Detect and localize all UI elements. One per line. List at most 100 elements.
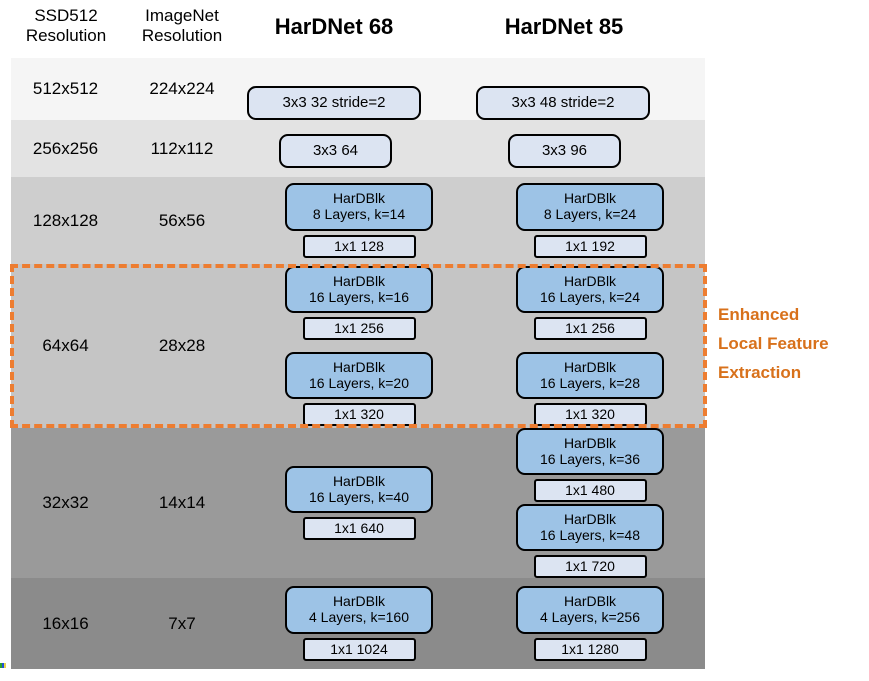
conv1x1-box[interactable]: 1x1 720 bbox=[533, 554, 647, 578]
ssd-resolution-value: 32x32 bbox=[42, 493, 89, 512]
imagenet-resolution-value: 112x112 bbox=[150, 138, 214, 158]
corner-artifact bbox=[0, 663, 6, 668]
hardblk-title: HarDBlk bbox=[563, 190, 617, 207]
enhanced-local-feature-extraction-label: Enhanced Local Feature Extraction bbox=[718, 300, 868, 388]
header-imagenet-resolution-line2: Resolution bbox=[141, 26, 223, 46]
conv1x1-box[interactable]: 1x1 128 bbox=[302, 234, 416, 258]
hardblk-params: 16 Layers, k=24 bbox=[539, 288, 640, 305]
ssd-resolution-value: 256x256 bbox=[32, 138, 99, 158]
hardblk-params: 16 Layers, k=40 bbox=[308, 488, 409, 505]
conv1x1-box[interactable]: 1x1 256 bbox=[302, 316, 416, 340]
conv1x1-box[interactable]: 1x1 1024 bbox=[302, 637, 416, 661]
stem-conv-box[interactable]: 3x3 48 stride=2 bbox=[476, 86, 650, 121]
hardblk-params: 8 Layers, k=24 bbox=[543, 206, 637, 223]
stem-conv-box[interactable]: 3x3 64 bbox=[279, 134, 392, 169]
hardblk-title: HarDBlk bbox=[563, 510, 617, 527]
header-imagenet-resolution-line1: ImageNet bbox=[145, 6, 219, 25]
hardblk-title: HarDBlk bbox=[332, 472, 386, 489]
hardblk-title: HarDBlk bbox=[332, 272, 386, 289]
header-column-hardnet85: HarDNet 85 bbox=[504, 14, 624, 39]
conv1x1-box[interactable]: 1x1 256 bbox=[533, 316, 647, 340]
ssd-resolution-value: 64x64 bbox=[42, 336, 89, 355]
conv1x1-box[interactable]: 1x1 320 bbox=[302, 403, 416, 427]
hardblk-title: HarDBlk bbox=[563, 435, 617, 451]
header-ssd-resolution-line2: Resolution bbox=[25, 26, 107, 46]
hardblk-params: 8 Layers, k=14 bbox=[312, 206, 406, 223]
hardblk-title: HarDBlk bbox=[332, 359, 386, 375]
conv1x1-box[interactable]: 1x1 640 bbox=[302, 517, 416, 541]
hardblk-params: 16 Layers, k=28 bbox=[539, 375, 640, 392]
hardblk-params: 4 Layers, k=256 bbox=[539, 609, 640, 626]
imagenet-resolution-value: 56x56 bbox=[158, 210, 206, 230]
hardblk-params: 16 Layers, k=36 bbox=[539, 451, 640, 468]
header-column-hardnet68: HarDNet 68 bbox=[274, 14, 394, 39]
imagenet-resolution-value: 14x14 bbox=[158, 493, 206, 512]
hardblk-params: 16 Layers, k=48 bbox=[539, 526, 640, 543]
conv1x1-box[interactable]: 1x1 192 bbox=[533, 234, 647, 258]
hardblk-title: HarDBlk bbox=[332, 190, 386, 207]
header-imagenet-resolution: ImageNet Resolution bbox=[122, 6, 242, 46]
hardblk-title: HarDBlk bbox=[563, 272, 617, 289]
conv1x1-box[interactable]: 1x1 320 bbox=[533, 403, 647, 427]
hardblk-params: 4 Layers, k=160 bbox=[308, 609, 409, 626]
imagenet-resolution-value: 224x224 bbox=[149, 79, 215, 98]
ssd-resolution-value: 128x128 bbox=[32, 210, 99, 230]
conv1x1-box[interactable]: 1x1 480 bbox=[533, 479, 647, 503]
ssd-resolution-value: 16x16 bbox=[42, 613, 89, 633]
annotation-line-3: Extraction bbox=[718, 363, 802, 383]
hardblk-title: HarDBlk bbox=[332, 593, 386, 610]
hardblk-title: HarDBlk bbox=[563, 593, 617, 610]
header-ssd-resolution: SSD512 Resolution bbox=[12, 6, 120, 46]
annotation-line-2: Local Feature bbox=[718, 334, 829, 354]
stem-conv-box[interactable]: 3x3 32 stride=2 bbox=[247, 86, 421, 121]
hardblk-params: 16 Layers, k=16 bbox=[308, 288, 409, 305]
header-ssd-resolution-line1: SSD512 bbox=[34, 6, 98, 25]
hardblk-title: HarDBlk bbox=[563, 359, 617, 375]
ssd-resolution-value: 512x512 bbox=[32, 79, 99, 98]
annotation-line-1: Enhanced bbox=[718, 305, 800, 324]
conv1x1-box[interactable]: 1x1 1280 bbox=[533, 637, 647, 661]
imagenet-resolution-value: 7x7 bbox=[168, 613, 196, 633]
hardblk-params: 16 Layers, k=20 bbox=[308, 375, 409, 392]
stem-conv-box[interactable]: 3x3 96 bbox=[508, 134, 621, 169]
